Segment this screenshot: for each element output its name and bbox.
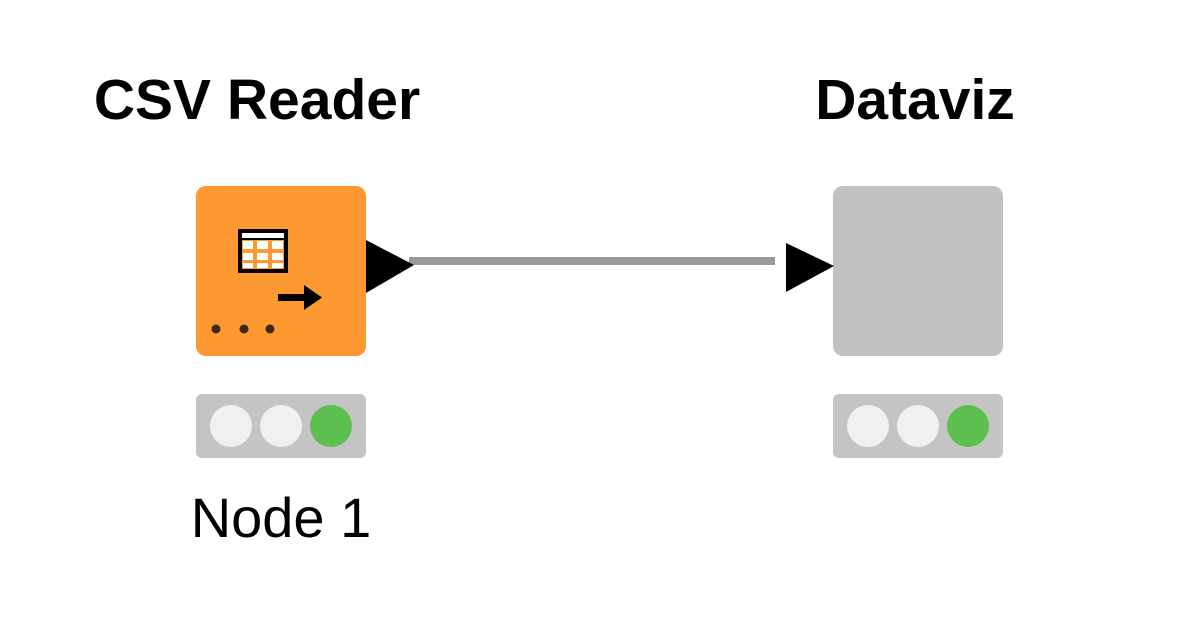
status-light — [847, 405, 889, 447]
dataviz-input-port[interactable] — [786, 243, 834, 292]
csv-reader-node-label[interactable]: Node 1 — [190, 486, 372, 549]
csv-reader-status-bar — [196, 394, 366, 458]
csv-reader-title: CSV Reader — [93, 68, 421, 132]
dataviz-title: Dataviz — [815, 68, 1015, 132]
dataviz-status-bar — [833, 394, 1003, 458]
csv-reader-output-port[interactable] — [366, 240, 414, 293]
dataviz-node[interactable] — [833, 186, 1003, 356]
status-light — [210, 405, 252, 447]
status-light — [897, 405, 939, 447]
status-light — [310, 405, 352, 447]
csv-reader-node[interactable] — [196, 186, 366, 356]
table-arrow-icon — [211, 229, 322, 334]
status-light — [260, 405, 302, 447]
status-light — [947, 405, 989, 447]
